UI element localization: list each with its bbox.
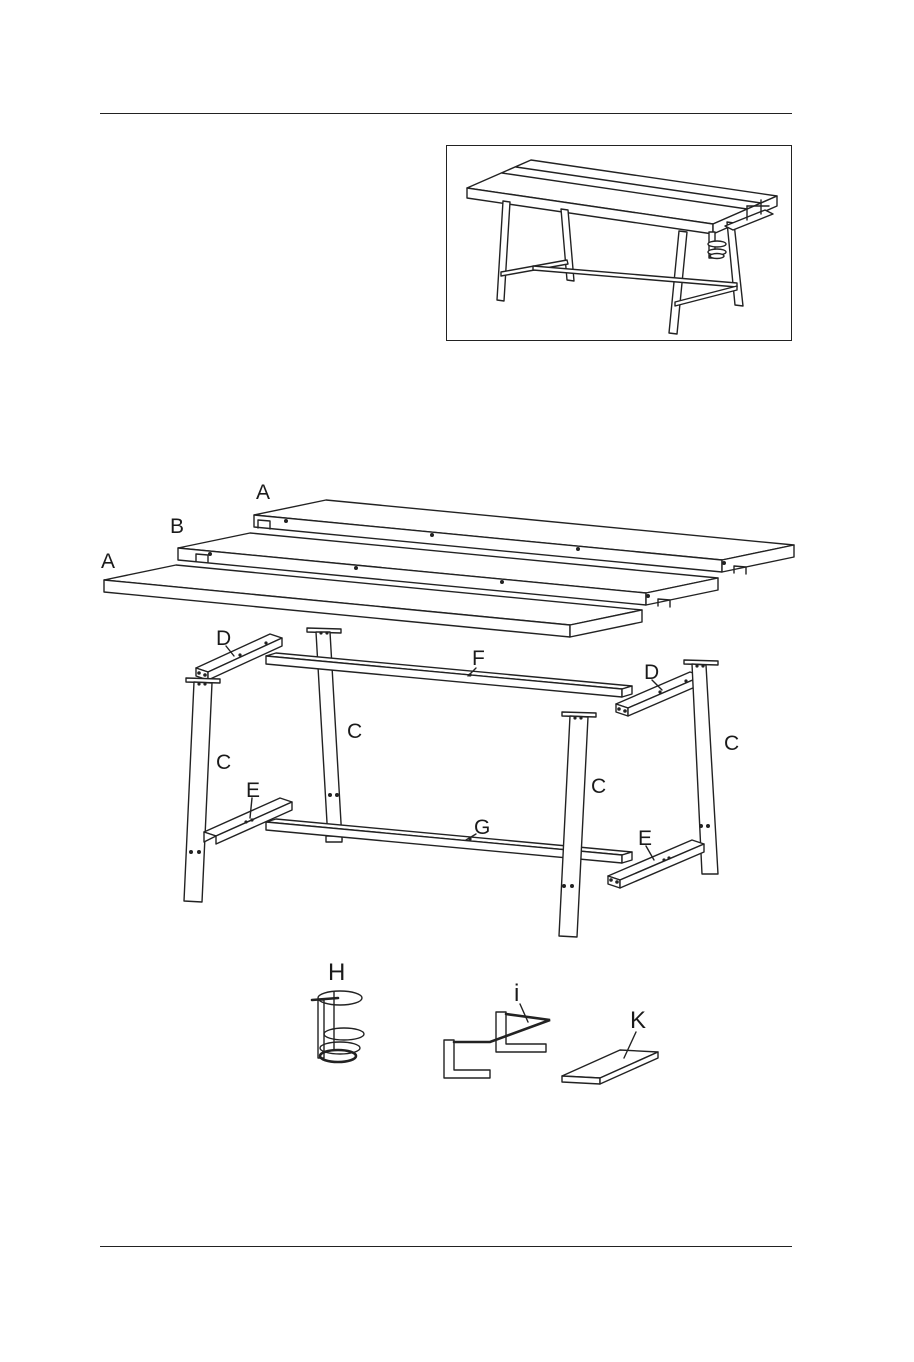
- label-C-front-left: C: [216, 751, 231, 774]
- preview-leg-back-right: [727, 222, 743, 306]
- label-D-right: D: [644, 661, 659, 684]
- bottom-rule: [100, 1246, 792, 1247]
- label-K: K: [630, 1007, 646, 1034]
- label-G: G: [474, 816, 490, 839]
- label-D-left: D: [216, 627, 231, 650]
- exploded-parts-diagram: A B A D F D C C C C E G E H i K: [0, 470, 914, 1120]
- label-C-back-right: C: [724, 732, 739, 755]
- assembled-table-illustration: [447, 146, 791, 340]
- label-A-front: A: [101, 550, 115, 573]
- label-E-right: E: [638, 827, 652, 850]
- label-C-back-left: C: [347, 720, 362, 743]
- label-B: B: [170, 515, 184, 538]
- label-E-left: E: [246, 779, 260, 802]
- assembled-table-preview: [446, 145, 792, 341]
- part-C-leg-front-left: [184, 678, 220, 902]
- preview-leg-front-left: [497, 201, 510, 301]
- label-C-front-right: C: [591, 775, 606, 798]
- part-E-stretcher-right: [608, 840, 704, 888]
- preview-stretcher-right: [675, 286, 737, 306]
- preview-stretcher-center: [533, 266, 737, 287]
- part-H-cup-holder: [312, 991, 364, 1062]
- label-H: H: [328, 959, 345, 986]
- label-F: F: [472, 647, 485, 670]
- preview-cup-holder: [708, 232, 726, 259]
- label-A-top: A: [256, 481, 270, 504]
- part-i-shelf-bracket: [444, 1012, 550, 1078]
- top-rule: [100, 113, 792, 114]
- part-K-side-shelf: [562, 1050, 658, 1084]
- label-i: i: [514, 980, 519, 1007]
- part-C-leg-front-right: [559, 712, 596, 937]
